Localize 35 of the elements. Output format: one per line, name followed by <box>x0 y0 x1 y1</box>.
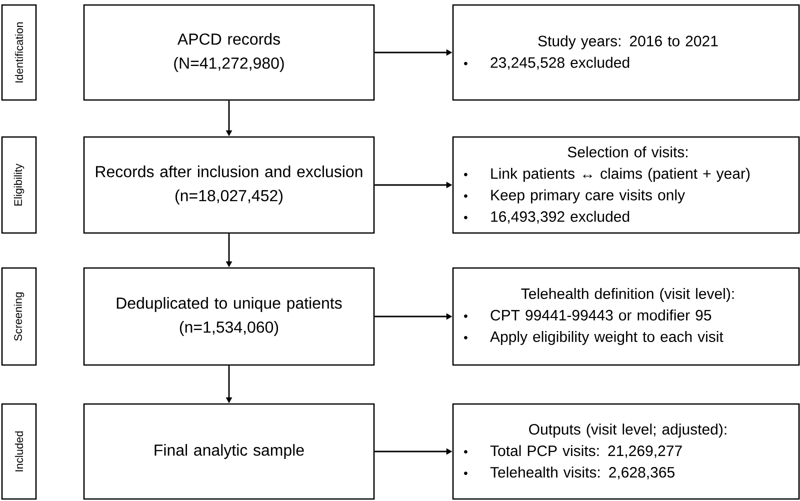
process-box <box>83 403 375 500</box>
note-box <box>452 136 800 234</box>
stage-box <box>1 267 37 366</box>
box-heading: Study years: 2016 to 2021 <box>538 35 718 50</box>
box-heading: APCD records <box>177 33 280 45</box>
box-heading: Deduplicated to unique patients <box>116 297 342 312</box>
bullet-item: Total PCP visits: 21,269,277 <box>464 445 682 458</box>
box-heading: Records after inclusion and exclusion <box>96 166 362 178</box>
stage-box <box>1 136 37 234</box>
process-box <box>83 4 375 101</box>
stage-box <box>1 4 37 101</box>
count-text: (N=41,272,980) <box>174 57 284 72</box>
process-box <box>83 136 375 234</box>
note-box <box>452 403 800 500</box>
bullet-item: Telehealth visits: 2,628,365 <box>464 466 674 480</box>
bullet-item: Link patients ↔ claims (patient + year) <box>464 168 750 182</box>
bullet-item: 16,493,392 excluded <box>464 210 630 224</box>
note-box <box>452 267 800 366</box>
stage-box <box>1 403 37 500</box>
note-box <box>452 4 800 101</box>
box-heading: Telehealth definition (visit level): <box>521 288 734 302</box>
stage-label: Identification <box>14 22 24 82</box>
count-text: (n=18,027,452) <box>176 190 282 204</box>
stage-label: Included <box>14 431 24 472</box>
bullet-item: 23,245,528 excluded <box>464 56 630 70</box>
stage-label: Screening <box>14 292 24 341</box>
bullet-item: Apply eligibility weight to each visit <box>464 331 724 345</box>
box-text: Final analytic sample <box>154 444 304 459</box>
bullet-item: Keep primary care visits only <box>464 189 685 204</box>
box-heading: Outputs (visit level; adjusted): <box>529 424 726 438</box>
box-heading: Selection of visits: <box>568 146 688 158</box>
stage-label: Eligibility <box>14 164 24 206</box>
bullet-item: CPT 99441-99443 or modifier 95 <box>464 310 712 321</box>
count-text: (n=1,534,060) <box>180 321 278 336</box>
process-box <box>83 267 375 366</box>
